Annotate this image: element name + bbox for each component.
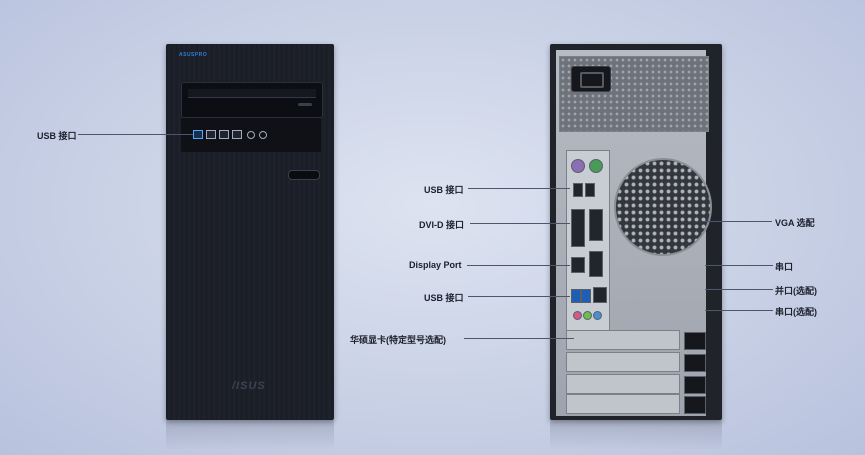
microphone-jack: [259, 131, 267, 139]
leader-line: [705, 289, 773, 290]
ps2-port-green: [589, 159, 603, 173]
leader-line: [464, 338, 574, 339]
label-rear-usb-bottom: USB 接口: [424, 293, 464, 303]
expansion-slot: [566, 352, 680, 372]
label-dvid: DVI-D 接口: [419, 220, 465, 230]
front-usb-port: [219, 130, 229, 139]
rear-usb-port: [573, 183, 583, 197]
gpu-bracket: [566, 330, 680, 350]
optical-drive-slot: [188, 89, 316, 98]
label-rear-usb-top: USB 接口: [424, 185, 464, 195]
rear-fan-grille: [614, 158, 712, 256]
displayport-port: [571, 257, 585, 273]
leader-line: [702, 221, 772, 222]
slot-cutout: [684, 396, 706, 414]
vga-port: [589, 209, 603, 241]
parallel-slot: [566, 374, 680, 394]
front-io-panel: [181, 118, 321, 152]
leader-line: [470, 223, 570, 224]
rear-tower-reflection: [550, 420, 722, 450]
slot-cutout: [684, 376, 706, 394]
label-serial: 串口: [775, 262, 794, 272]
expansion-slot: [566, 394, 680, 414]
front-usb-port: [232, 130, 242, 139]
leader-line: [467, 265, 570, 266]
ethernet-port: [593, 287, 607, 303]
label-front-usb: USB 接口: [37, 131, 77, 141]
dvid-port: [571, 209, 585, 247]
audio-jack: [583, 311, 592, 320]
slot-cutout: [684, 332, 706, 350]
front-usb-port: [193, 130, 203, 139]
leader-line: [78, 134, 193, 135]
front-usb-port: [206, 130, 216, 139]
label-display-port: Display Port: [409, 260, 462, 270]
slot-cutout: [684, 354, 706, 372]
label-serial-optional: 串口(选配): [775, 307, 817, 317]
io-shield: [566, 150, 610, 332]
expansion-slots: [566, 330, 706, 414]
leader-line: [705, 265, 773, 266]
label-vga: VGA 选配: [775, 218, 815, 228]
front-tower-reflection: [166, 420, 334, 450]
optical-drive: [181, 82, 323, 118]
audio-jack: [593, 311, 602, 320]
rear-usb3-port: [571, 289, 581, 303]
rear-usb-port: [585, 183, 595, 197]
front-brand-mark: ASUSPRO: [179, 52, 208, 58]
power-socket: [571, 66, 611, 92]
serial-port: [589, 251, 603, 277]
front-asus-logo: /ISUS: [232, 380, 266, 392]
leader-line: [705, 310, 773, 311]
optical-drive-eject: [298, 103, 312, 106]
leader-line: [468, 188, 570, 189]
label-parallel: 并口(选配): [775, 286, 817, 296]
leader-line: [468, 296, 570, 297]
ps2-port-purple: [571, 159, 585, 173]
audio-jack: [573, 311, 582, 320]
headphone-jack: [247, 131, 255, 139]
power-button: [288, 170, 320, 180]
rear-usb3-port: [581, 289, 591, 303]
label-gpu: 华硕显卡(特定型号选配): [350, 335, 446, 345]
